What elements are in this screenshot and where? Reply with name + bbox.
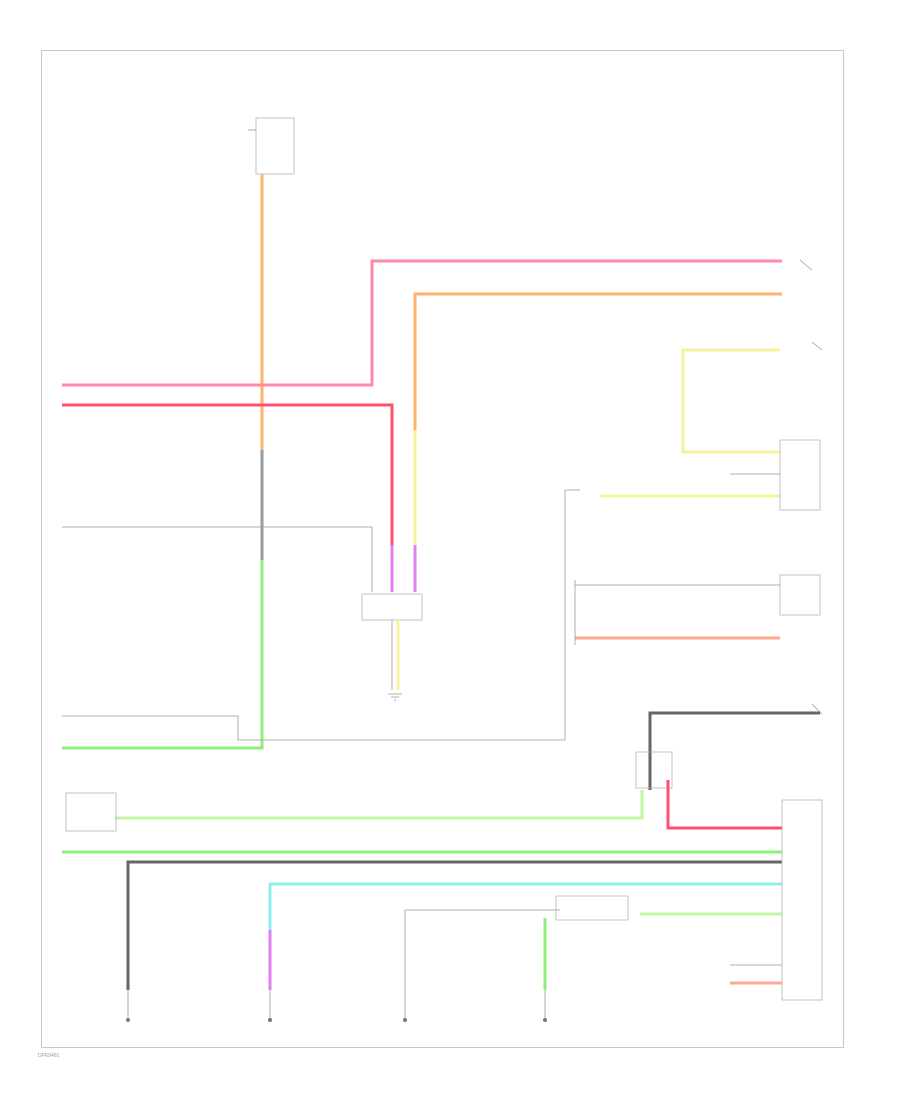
central-module (361, 593, 423, 690)
wire-black-upper-right (648, 711, 820, 790)
switch-contact-icon (799, 259, 823, 715)
sensor-rear-left (403, 990, 407, 1022)
relay-box (635, 751, 673, 789)
wire-gray-left (62, 526, 373, 592)
wire-orange-top (413, 292, 782, 430)
ground-module (388, 693, 402, 701)
wire-red-bottom-right (666, 780, 782, 830)
sensor-front-left (126, 990, 130, 1022)
diagram-frame (41, 50, 844, 1048)
wire-thin-left-lower (62, 489, 580, 741)
page-code: DPE0481 (38, 1053, 60, 1059)
wire-pink-top (62, 259, 782, 387)
wire-yellow-right-upper (681, 348, 780, 454)
switch-box (779, 574, 821, 616)
wire-green-fuse-feed (62, 560, 264, 750)
wire-red-left (62, 403, 394, 545)
bottom-right-module (781, 799, 823, 1001)
wire-thin-third (404, 909, 560, 990)
wire-black-left (126, 860, 782, 990)
left-connector (65, 792, 117, 832)
fuse-box-connector (248, 117, 295, 175)
sensor-front-right (268, 990, 272, 1022)
wire-cyan (268, 882, 782, 930)
wire-lightgreen-mid (115, 790, 644, 820)
sensor-rear-right (543, 990, 547, 1022)
mid-bottom-connector (555, 895, 629, 921)
sensor-connector-upper (779, 439, 821, 511)
